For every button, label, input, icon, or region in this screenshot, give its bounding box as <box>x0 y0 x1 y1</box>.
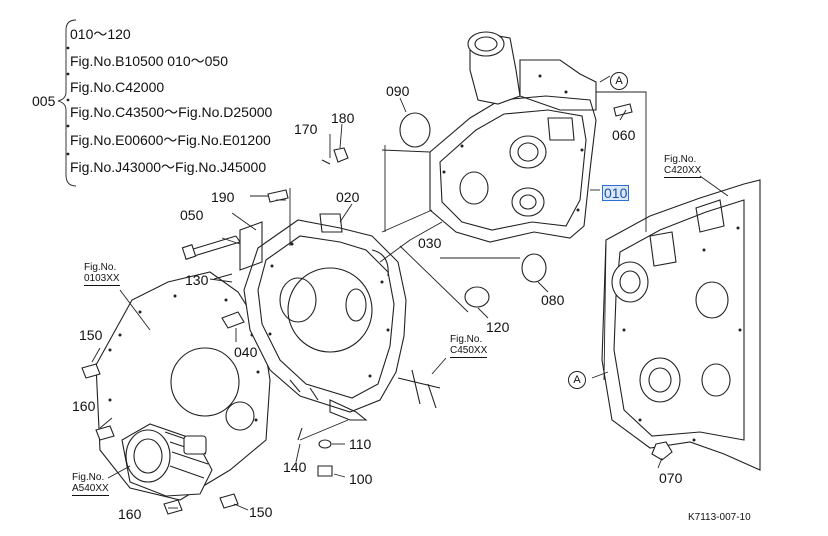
fig-ref-c420xx-line1: Fig.No. <box>664 154 697 165</box>
fig-ref-c450xx[interactable]: Fig.No. C450XX <box>450 334 488 358</box>
callout-170[interactable]: 170 <box>294 121 318 137</box>
callout-020[interactable]: 020 <box>336 189 360 205</box>
callout-110[interactable]: 110 <box>349 436 372 452</box>
legend-line-2: Fig.No.B10500 010～050 <box>70 53 228 69</box>
legend-line-6: Fig.No.J43000～Fig.No.J45000 <box>70 159 267 175</box>
legend-part-number: 005 <box>32 93 56 109</box>
bolt-040 <box>221 311 245 329</box>
fig-ref-a540xx-line2: A540XX <box>72 483 109 496</box>
shift-shaft-c450 <box>397 369 441 409</box>
legend-line-3: Fig.No.C42000 <box>70 79 165 95</box>
callout-140[interactable]: 140 <box>283 459 307 475</box>
starter-motor <box>121 423 213 497</box>
callout-060[interactable]: 060 <box>612 127 636 143</box>
pin-140 <box>297 427 303 441</box>
fig-ref-c420xx[interactable]: Fig.No. C420XX <box>664 154 702 178</box>
callout-010[interactable]: 010 <box>601 185 630 201</box>
assembled-case <box>601 179 761 471</box>
o-ring-080 <box>521 253 547 283</box>
callout-120[interactable]: 120 <box>486 319 510 335</box>
fig-ref-c420xx-line2: C420XX <box>664 165 702 178</box>
washer-170 <box>321 159 331 165</box>
legend-line-1: 010～120 <box>70 26 131 42</box>
fig-ref-0103xx-line2: 0103XX <box>84 273 120 286</box>
stud-190 <box>267 189 289 203</box>
bolt-160a <box>95 425 115 441</box>
callout-180[interactable]: 180 <box>331 110 355 126</box>
fig-ref-a540xx-line1: Fig.No. <box>72 472 105 483</box>
bolt-060 <box>613 103 633 117</box>
callout-030[interactable]: 030 <box>418 235 442 251</box>
callout-160-upper[interactable]: 160 <box>72 398 96 414</box>
bolt-150a <box>81 363 101 379</box>
callout-090[interactable]: 090 <box>386 83 410 99</box>
fig-ref-c450xx-line1: Fig.No. <box>450 334 483 345</box>
leader-lines <box>91 75 729 511</box>
legend-line-4: Fig.No.C43500～Fig.No.D25000 <box>70 104 273 120</box>
clutch-housing <box>239 213 407 421</box>
bolt-050 <box>189 235 241 257</box>
legend-bullets <box>66 46 70 156</box>
o-ring-090 <box>399 112 431 148</box>
seal-120 <box>464 286 490 308</box>
legend-line-5: Fig.No.E00600～Fig.No.E01200 <box>70 132 271 148</box>
fig-ref-0103xx[interactable]: Fig.No. 0103XX <box>84 262 120 286</box>
dowel-130 <box>213 273 233 280</box>
fig-ref-0103xx-line1: Fig.No. <box>84 262 117 273</box>
callout-040[interactable]: 040 <box>234 344 258 360</box>
reference-marker-a-top: A <box>610 72 628 90</box>
bolt-160b <box>163 499 183 515</box>
alignment-lines <box>276 91 647 441</box>
fig-ref-c450xx-line2: C450XX <box>450 345 488 358</box>
callout-150-upper[interactable]: 150 <box>79 327 103 343</box>
fig-ref-a540xx[interactable]: Fig.No. A540XX <box>72 472 109 496</box>
washer-110 <box>318 439 332 449</box>
drawing-id: K7113-007-10 <box>688 512 751 523</box>
nut-070 <box>651 441 673 461</box>
nut-180 <box>333 147 349 163</box>
callout-160-lower[interactable]: 160 <box>118 506 142 522</box>
bolt-150b <box>219 493 239 509</box>
callout-130[interactable]: 130 <box>185 272 209 288</box>
callout-100[interactable]: 100 <box>349 471 373 487</box>
callout-150-lower[interactable]: 150 <box>249 504 273 520</box>
callout-070[interactable]: 070 <box>659 470 683 486</box>
callout-080[interactable]: 080 <box>541 292 565 308</box>
legend-brace <box>57 19 77 187</box>
reference-marker-a-bottom: A <box>568 371 586 389</box>
bolt-100 <box>317 465 333 477</box>
transmission-case <box>429 31 597 243</box>
callout-050[interactable]: 050 <box>180 207 204 223</box>
callout-190[interactable]: 190 <box>211 189 235 205</box>
